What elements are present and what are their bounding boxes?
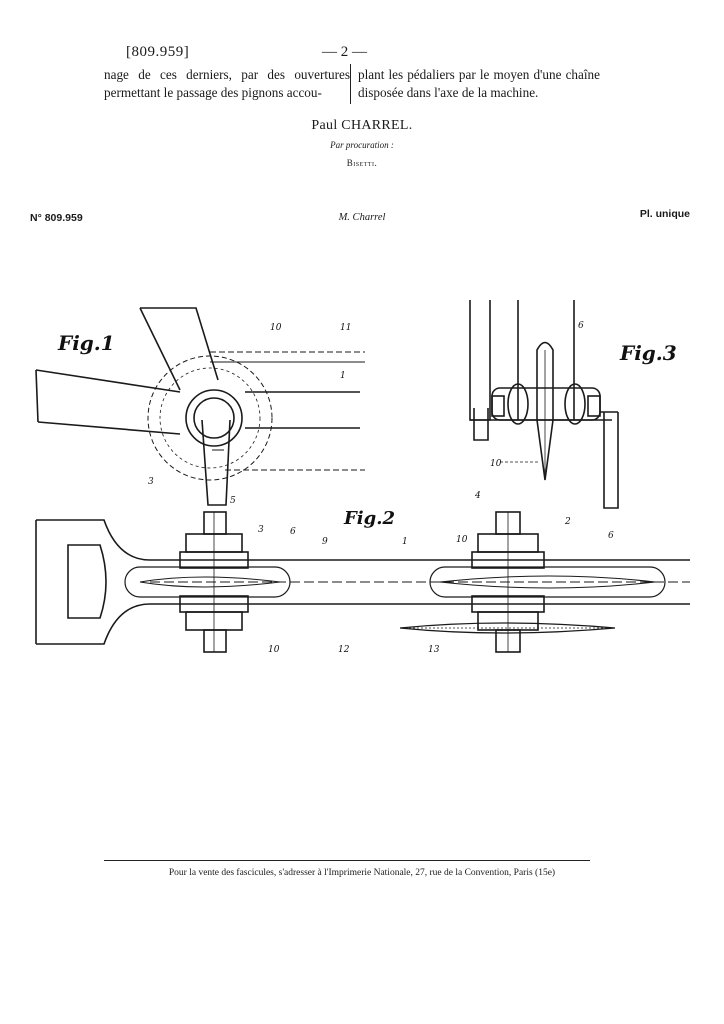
ref-numeral: 10 [456,535,468,545]
ref-numeral: 6 [608,531,614,541]
plate-label: Pl. unique [639,208,690,220]
figure-1 [35,307,365,506]
footer-text: Pour la vente des fascicules, s'adresser… [168,868,556,878]
ref-numeral: 10 [270,323,282,333]
figure-2 [35,511,690,653]
ref-numeral: 1 [340,371,346,381]
ref-numeral: 1 [402,537,408,547]
page-number: — 2 — [322,44,367,60]
ref-numeral: 9 [322,537,328,547]
text-column-left: nage de ces derniers, par des ouvertures… [104,67,350,100]
proxy-name: Bisetti. [346,158,378,168]
ref-numeral: 10 [490,459,502,469]
fig2-label: Fig.2 [343,508,395,529]
figure-3 [469,300,619,509]
fig1-label: Fig.1 [57,331,115,355]
patent-drawing: Fig.1 Fig.3 Fig.2 1 10 11 3 5 3 6 9 1 10… [35,300,690,655]
plate-author: M. Charrel [338,212,386,223]
ref-numeral: 13 [428,645,440,655]
ref-numeral: 3 [148,477,154,487]
ref-numeral: 10 [268,645,280,655]
column-divider [350,64,351,104]
proxy-label: Par procuration : [330,140,394,150]
ref-numeral: 11 [340,323,351,333]
ref-numeral: 2 [564,517,571,527]
text-column-right: plant les pédaliers par le moyen d'une c… [358,67,600,100]
plate-number: N° 809.959 [30,212,83,224]
ref-numeral: 6 [578,321,584,331]
footer-rule [104,860,590,861]
ref-numeral: 3 [258,525,264,535]
author-signature: Paul CHARREL. [311,118,413,133]
ref-numeral: 12 [338,645,350,655]
patent-number: [809.959] [126,44,190,60]
fig3-label: Fig.3 [619,341,677,365]
ref-numeral: 5 [230,496,236,506]
ref-numeral: 4 [474,491,481,501]
ref-numeral: 6 [290,527,296,537]
